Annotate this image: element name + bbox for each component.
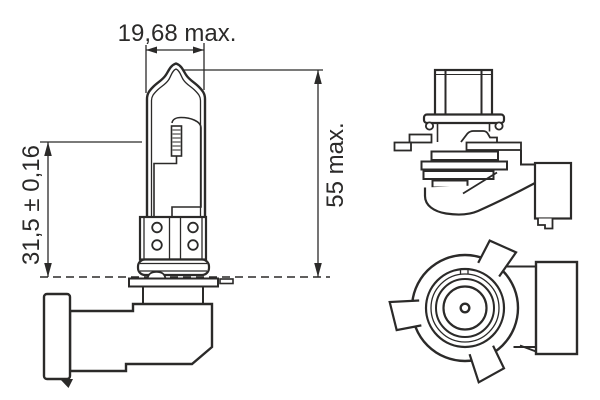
base-hole [187, 239, 199, 251]
base-rib [420, 160, 508, 171]
flange-tab [219, 278, 234, 285]
left-lug [393, 141, 412, 152]
housing-bottom-sweep [423, 182, 536, 216]
flange-bump [146, 270, 167, 280]
index-ticks [459, 269, 469, 275]
neck [142, 285, 204, 305]
width-arrowhead-right [193, 46, 204, 54]
center-electrode [459, 302, 471, 314]
left-lug-step [408, 133, 433, 144]
flange [128, 277, 219, 288]
bayonet-lug-top [477, 239, 518, 278]
bayonet-lug-bottom [468, 345, 506, 384]
base-hole [187, 221, 199, 234]
housing-crease [462, 171, 498, 195]
glass-envelope-inner [150, 68, 202, 218]
dimension-annotations: 19,68 max. 31,5 ± 0,16 55 max. [18, 20, 349, 277]
connector-arm-top [520, 150, 535, 166]
glass-tube-rear [433, 68, 494, 118]
connector-housing [68, 302, 214, 373]
filament-lead-wire [153, 156, 178, 218]
overall-length-arrowhead-top [314, 70, 322, 84]
flange-plate [422, 113, 506, 125]
base-hole [151, 221, 163, 234]
flange-rivet [494, 121, 504, 131]
perspective-view [393, 68, 573, 230]
overall-length-arrowhead-bottom [314, 263, 322, 277]
ring-circle-2 [430, 273, 500, 343]
inner-circle [442, 285, 488, 331]
plug-tab [60, 379, 73, 388]
overall-length-label: 55 max. [322, 122, 349, 207]
connector-plug-side [533, 161, 573, 220]
o-ring-lines [140, 262, 207, 272]
connector-plug-front [534, 260, 579, 356]
base-hole [151, 239, 163, 251]
width-extension-lines [145, 43, 205, 93]
skirt-edges [436, 123, 491, 142]
o-ring [136, 258, 211, 277]
width-arrowhead-left [146, 46, 157, 54]
reference-height-arrowhead-top [44, 142, 52, 156]
reference-height-label: 31,5 ± 0,16 [18, 145, 45, 265]
base-rib [430, 150, 499, 161]
flange-rivet [424, 121, 434, 131]
side-view [42, 62, 234, 388]
reference-height-arrowhead-bottom [44, 263, 52, 277]
base-block-edges [143, 217, 203, 259]
ring-circle-3 [435, 278, 495, 338]
connector-link-lines [507, 265, 537, 353]
width-dimension-label: 19,68 max. [118, 20, 237, 47]
connector-plug-feet [537, 218, 554, 230]
bayonet-lug-left [388, 299, 422, 332]
filament-coil-hatch [172, 129, 181, 151]
right-lug-plate [465, 141, 522, 151]
inner-tube [171, 116, 202, 218]
front-view [388, 239, 579, 384]
skirt-bump [460, 130, 498, 143]
glass-tube-rear-edges [444, 70, 483, 116]
base-rib [422, 170, 495, 180]
plug-body [42, 292, 72, 381]
